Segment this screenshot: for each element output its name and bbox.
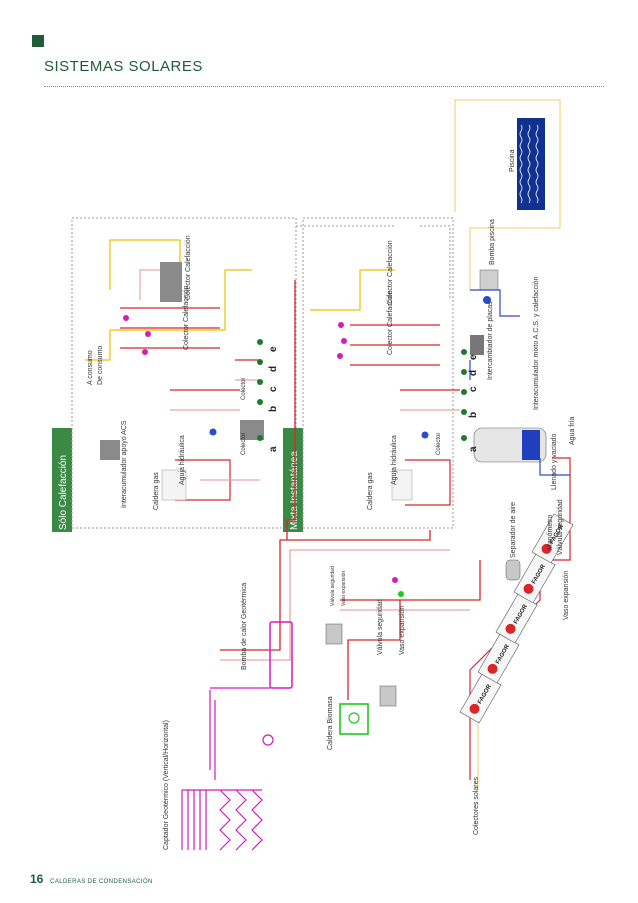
solar-panel: FAGOR (477, 633, 520, 684)
agua-hidraulica-1-label: Aguja hidráulica (179, 435, 186, 485)
solar-panel: FAGOR (513, 553, 556, 604)
letter-top-a: a (268, 446, 279, 452)
agua-fria-label: Agua fría (569, 416, 576, 445)
heating-only-piping (85, 239, 260, 501)
colector-calefaccion-1-label: Colector Calefacción (183, 285, 190, 350)
title-divider (44, 86, 604, 87)
vaso-expansion-3-label: Vaso expansión (399, 606, 406, 655)
letter-bottom-d: d (468, 370, 479, 376)
valvula-seguridad-2-label: Válvula seguridad (330, 566, 336, 606)
main-red-trunk (220, 280, 481, 700)
geothermal-ground-collector (181, 789, 263, 851)
captador-geotermico-label: Captador Geotérmico (Vertical/Horizontal… (163, 720, 170, 850)
plate-heat-exchanger (470, 335, 484, 355)
letter-bottom-c: c (468, 386, 479, 392)
solar-panel-logo-icon (469, 703, 480, 714)
solar-panel-logo-icon (505, 623, 516, 634)
section-marker (32, 35, 44, 47)
caldera-gas-1-label: Caldera gas (153, 472, 160, 510)
agua-hidraulica-2-label: Aguja hidráulica (391, 435, 398, 485)
valvula-seguridad-1-label: Válvula seguridad (557, 499, 564, 555)
letter-top-e: e (268, 346, 279, 352)
interacumulador-mixto-label: Interacumulador mixto A.C.S. y calefacci… (533, 276, 540, 410)
colector-calefaccion-2-label: Colector Calefacción (185, 235, 192, 300)
solar-panel: FAGOR (531, 513, 574, 564)
panel-heating-only: Sólo Calefacción (52, 217, 297, 532)
caldera-gas-2-label: Caldera gas (367, 472, 374, 510)
heating-only-connection-dots (257, 339, 263, 441)
mixed-piping (310, 269, 471, 506)
interacumulador-apoyo-label: Interacumulador apoyo ACS (121, 420, 128, 508)
expansion-vessels (325, 559, 521, 707)
letter-top-d: d (268, 366, 279, 372)
colector-2-label: Colector (241, 378, 247, 400)
solar-panel-logo-icon (487, 663, 498, 674)
de-consumo-label: De consumo (97, 346, 104, 385)
colectores-solares-label: Colectores solares (473, 777, 480, 835)
llenado-vaciado-label: Llenado y vaciado (551, 433, 558, 490)
gas-boiler-2 (391, 469, 413, 501)
pool-pump (479, 269, 499, 304)
solar-panel: FAGOR (459, 673, 502, 724)
solar-panel-logo-icon (541, 543, 552, 554)
separador-aire-label: Separador de aire (510, 502, 517, 558)
mixed-storage-tank (473, 427, 547, 463)
colector-1-label: Colector (241, 433, 247, 455)
footer: 16 CALDERAS DE CONDENSACIÓN (30, 872, 153, 886)
panel-heating-title: Sólo Calefacción (58, 455, 69, 530)
valvula-seguridad-3-label: Válvula seguridad (377, 599, 384, 655)
geothermal-pump (262, 734, 274, 746)
solar-panel-logo-icon (523, 583, 534, 594)
biomass-boiler (339, 703, 369, 735)
colector-3-label: Colector (436, 433, 442, 455)
vaso-expansion-2-label: Vaso expansión (341, 571, 347, 606)
heating-only-manifold (100, 262, 264, 460)
intercambiador-placas-label: Intercambiador de placas (487, 301, 494, 380)
letter-bottom-b: b (468, 412, 479, 418)
bomba-calor-label: Bomba de calor Geotérmica (241, 583, 248, 670)
letter-top-b: b (268, 406, 279, 412)
letter-bottom-e: e (468, 354, 479, 360)
pool-label: Piscina (509, 149, 516, 172)
a-consumo-label: A consumo (87, 350, 94, 385)
caldera-biomasa-label: Caldera Biomasa (327, 696, 334, 750)
colector-calefaccion-4-label: Colector Calefacción (387, 240, 394, 305)
solar-panel: FAGOR (495, 593, 538, 644)
mixed-connection-dots (461, 349, 467, 441)
letter-top-c: c (268, 386, 279, 392)
page-number: 16 (30, 872, 44, 886)
bomba-piscina-label: Bomba piscina (489, 219, 496, 265)
gas-boiler-1 (161, 469, 187, 501)
letter-bottom-a: a (468, 446, 479, 452)
pool: Piscina (509, 118, 545, 210)
manometro-label: Manómetro (547, 514, 554, 550)
colector-calefaccion-3-label: Colector Calefacción (387, 290, 394, 355)
geothermal-heat-pump (209, 621, 293, 780)
page-title: SISTEMAS SOLARES (44, 58, 203, 75)
vaso-expansion-1-label: Vaso expansión (563, 571, 570, 620)
footer-section: CALDERAS DE CONDENSACIÓN (50, 879, 153, 885)
